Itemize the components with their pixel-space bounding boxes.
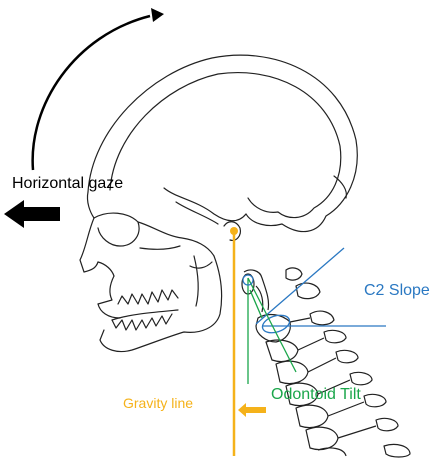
gravity-line-origin (230, 227, 238, 235)
c2-slope-label: C2 Slope (364, 283, 430, 299)
left-arrow-icon (4, 200, 60, 228)
c2-slope-line (256, 248, 344, 324)
rotation-arrow (33, 8, 164, 170)
odontoid-tilt-lines (248, 278, 296, 384)
skull-outline (80, 55, 357, 351)
gravity-line-label: Gravity line (123, 396, 193, 410)
horizontal-gaze-label: Horizontal gaze (12, 176, 123, 192)
odontoid-tilt-label: Odontoid Tilt (271, 387, 361, 403)
gravity-arrow-icon (238, 403, 266, 417)
rotation-arrow-curve (33, 16, 150, 170)
curved-arrow-icon (151, 8, 164, 22)
